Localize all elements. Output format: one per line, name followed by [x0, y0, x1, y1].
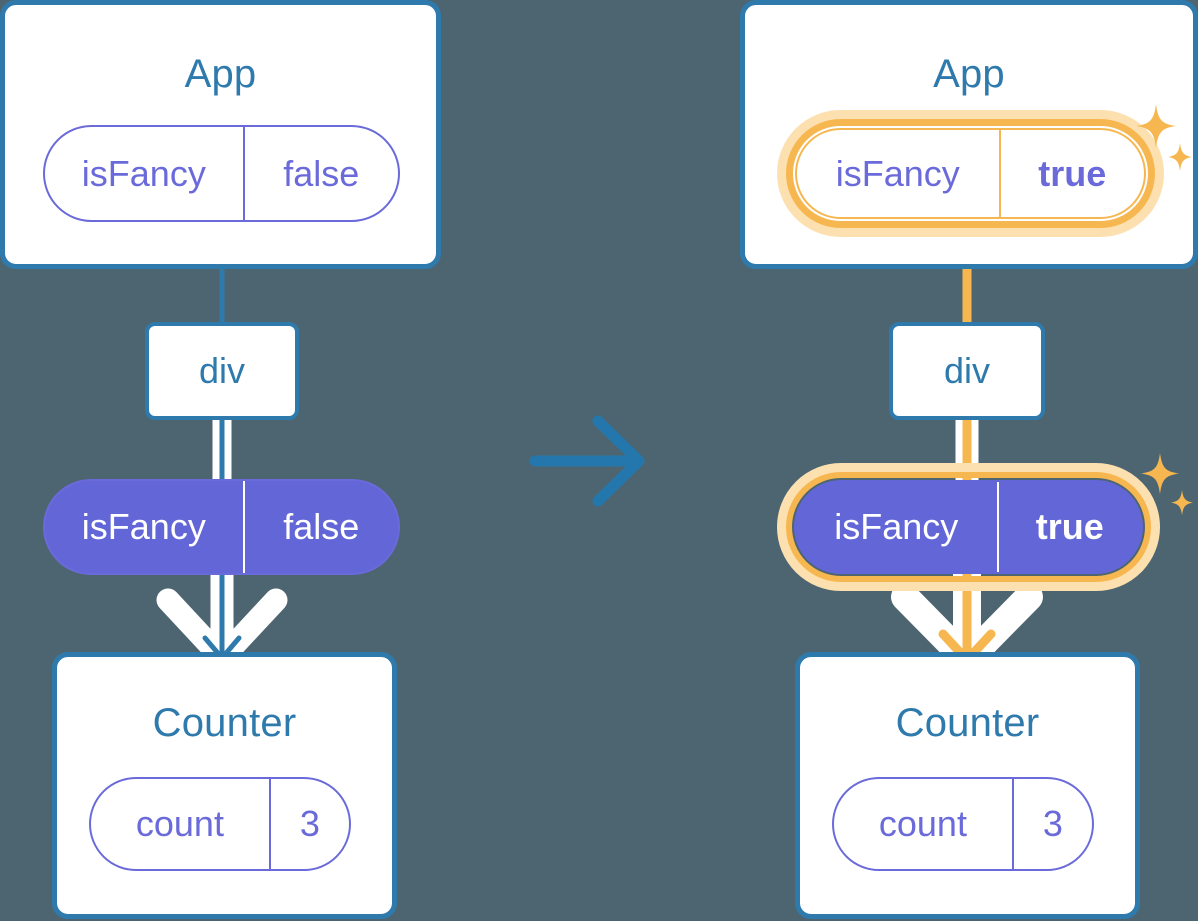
right-counter-state-pill: count 3 [832, 777, 1094, 871]
left-div-box: div [145, 322, 299, 420]
right-counter-state-value: 3 [1011, 779, 1092, 869]
right-div-label: div [943, 350, 991, 391]
right-prop-key: isFancy [834, 506, 959, 547]
right-app-title: App [933, 52, 1005, 96]
left-prop-value: false [242, 481, 398, 573]
sparkle-icon [1171, 490, 1193, 516]
left-div-label: div [198, 350, 246, 391]
left-prop-key: isFancy [81, 506, 206, 547]
right-app-state-value: true [998, 130, 1145, 217]
left-counter-state-key: count [135, 803, 224, 844]
left-app-state-value: false [242, 127, 398, 220]
left-counter-title: Counter [152, 701, 297, 745]
right-div-box: div [889, 322, 1045, 420]
left-app-title: App [184, 52, 257, 96]
right-app-state-key: isFancy [835, 152, 960, 194]
right-app-sparkles [1136, 104, 1192, 171]
right-app-state-pill: isFancy true [795, 128, 1146, 219]
left-arrow-to-counter [202, 564, 242, 661]
right-prop-sparkles [1141, 453, 1193, 516]
sparkle-icon [1168, 143, 1192, 171]
left-app-state-pill: isFancy false [43, 125, 400, 222]
right-counter-state-key: count [878, 803, 967, 844]
right-prop-value: true [996, 482, 1142, 572]
left-app-state-key: isFancy [81, 152, 206, 194]
sparkle-icon [1136, 104, 1176, 148]
left-counter-state-pill: count 3 [89, 777, 351, 871]
right-counter-title: Counter [895, 701, 1040, 745]
left-counter-state-value: 3 [268, 779, 349, 869]
left-prop-pill: isFancy false [43, 479, 400, 575]
right-prop-pill: isFancy true [794, 480, 1143, 574]
sparkle-icon [1141, 453, 1179, 494]
right-arrow-to-counter [938, 562, 996, 665]
